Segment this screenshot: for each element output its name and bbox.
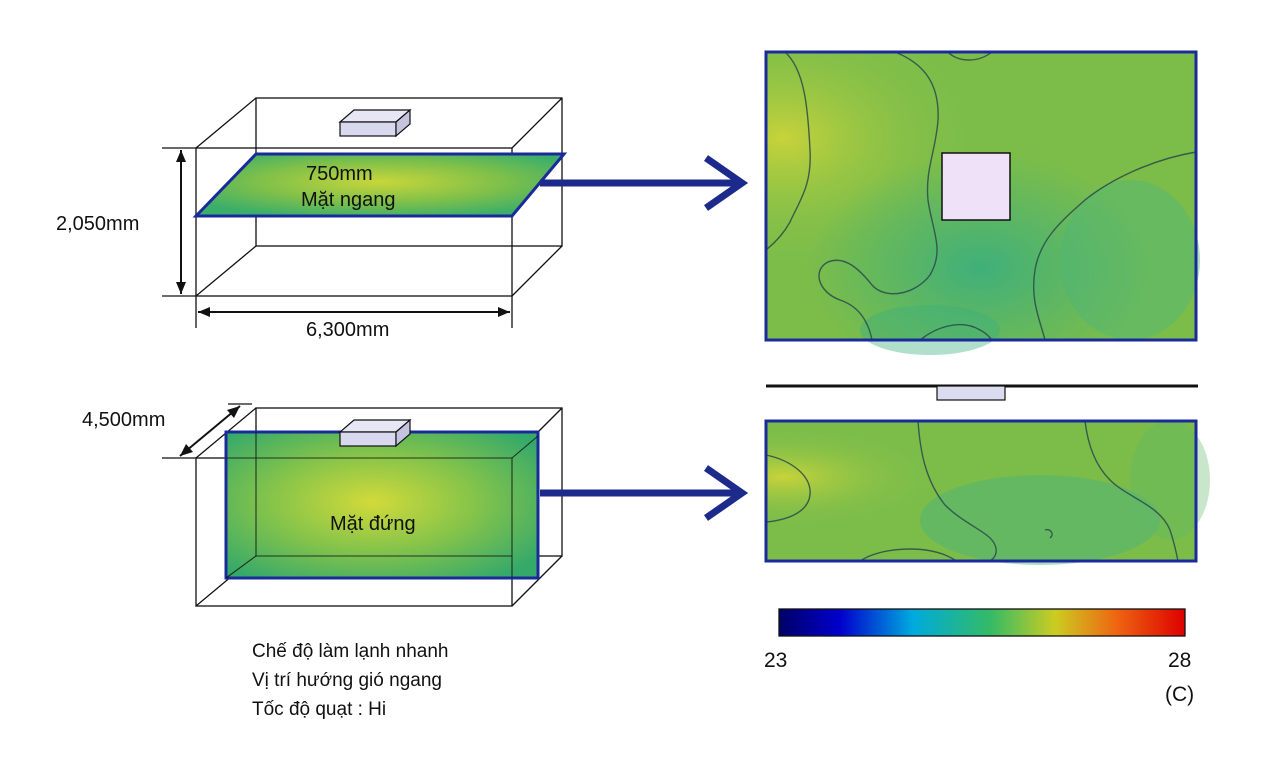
width-dimension [195,296,513,328]
ceiling-line [766,384,1198,401]
width-label: 6,300mm [306,319,389,341]
indoor-unit-icon [338,108,412,138]
top-room-box: 2,050mm 6,300mm 750mm Mặt ngang [56,97,568,341]
caption-line-fan-speed: Tốc độ quạt : Hi [252,699,387,720]
plane-height-label: 750mm [306,163,373,185]
bottom-room-box: 4,500mm Mặt đứng [82,403,563,607]
vertical-temperature-map [764,419,1210,565]
height-dimension [162,147,196,297]
indoor-unit-icon [338,418,412,448]
arrow-to-horizontal-map [540,155,749,211]
horizontal-plane [192,152,568,218]
colorbar-max-label: 28 [1168,649,1191,672]
colorbar-unit-label: (C) [1165,683,1194,706]
caption-line-mode: Chế độ làm lạnh nhanh [252,641,449,662]
top-box-front-face [195,147,513,297]
height-label: 2,050mm [56,213,139,235]
depth-label: 4,500mm [82,409,165,431]
horizontal-temperature-map [764,50,1200,355]
operating-conditions: Chế độ làm lạnh nhanh Vị trí hướng gió n… [252,637,448,724]
depth-dimension [162,403,252,459]
arrow-to-vertical-map [540,465,749,521]
horizontal-plane-label: Mặt ngang [301,189,396,211]
isotherm-lines [765,51,1197,341]
vertical-plane [224,430,540,580]
temperature-colorbar: 23 28 (C) [764,608,1194,706]
colorbar-gradient [778,608,1186,637]
isotherm-lines [765,420,1179,562]
vertical-plane-label: Mặt đứng [330,513,416,535]
colorbar-min-label: 23 [764,649,787,672]
indoor-unit-side-icon [936,385,1006,401]
indoor-unit-footprint [941,152,1011,221]
caption-line-direction: Vị trí hướng gió ngang [252,670,442,691]
